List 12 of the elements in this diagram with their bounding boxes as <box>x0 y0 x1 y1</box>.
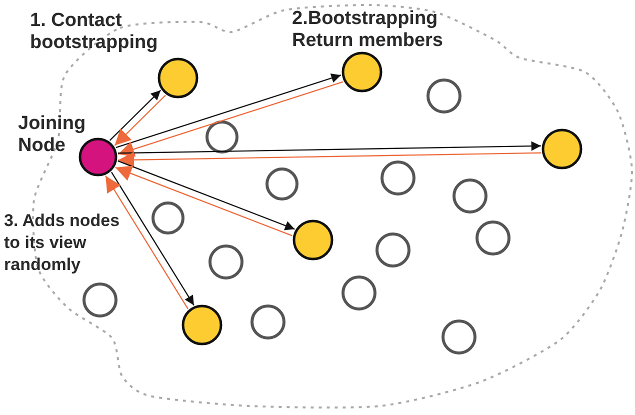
step-label: 1. Contact bootstrapping <box>30 10 159 54</box>
arrow <box>105 176 188 310</box>
node-caption: Joining Node <box>18 113 87 157</box>
arrow <box>118 81 344 157</box>
step-label: 2.Bootstrapping Return members <box>292 8 444 52</box>
arrow <box>118 152 542 168</box>
arrow <box>118 160 295 230</box>
step-label: 3. Adds nodes to its view randomly <box>4 210 121 276</box>
arrow <box>115 166 292 236</box>
arrow <box>111 172 194 306</box>
arrow <box>116 73 342 148</box>
arrow <box>118 141 541 154</box>
